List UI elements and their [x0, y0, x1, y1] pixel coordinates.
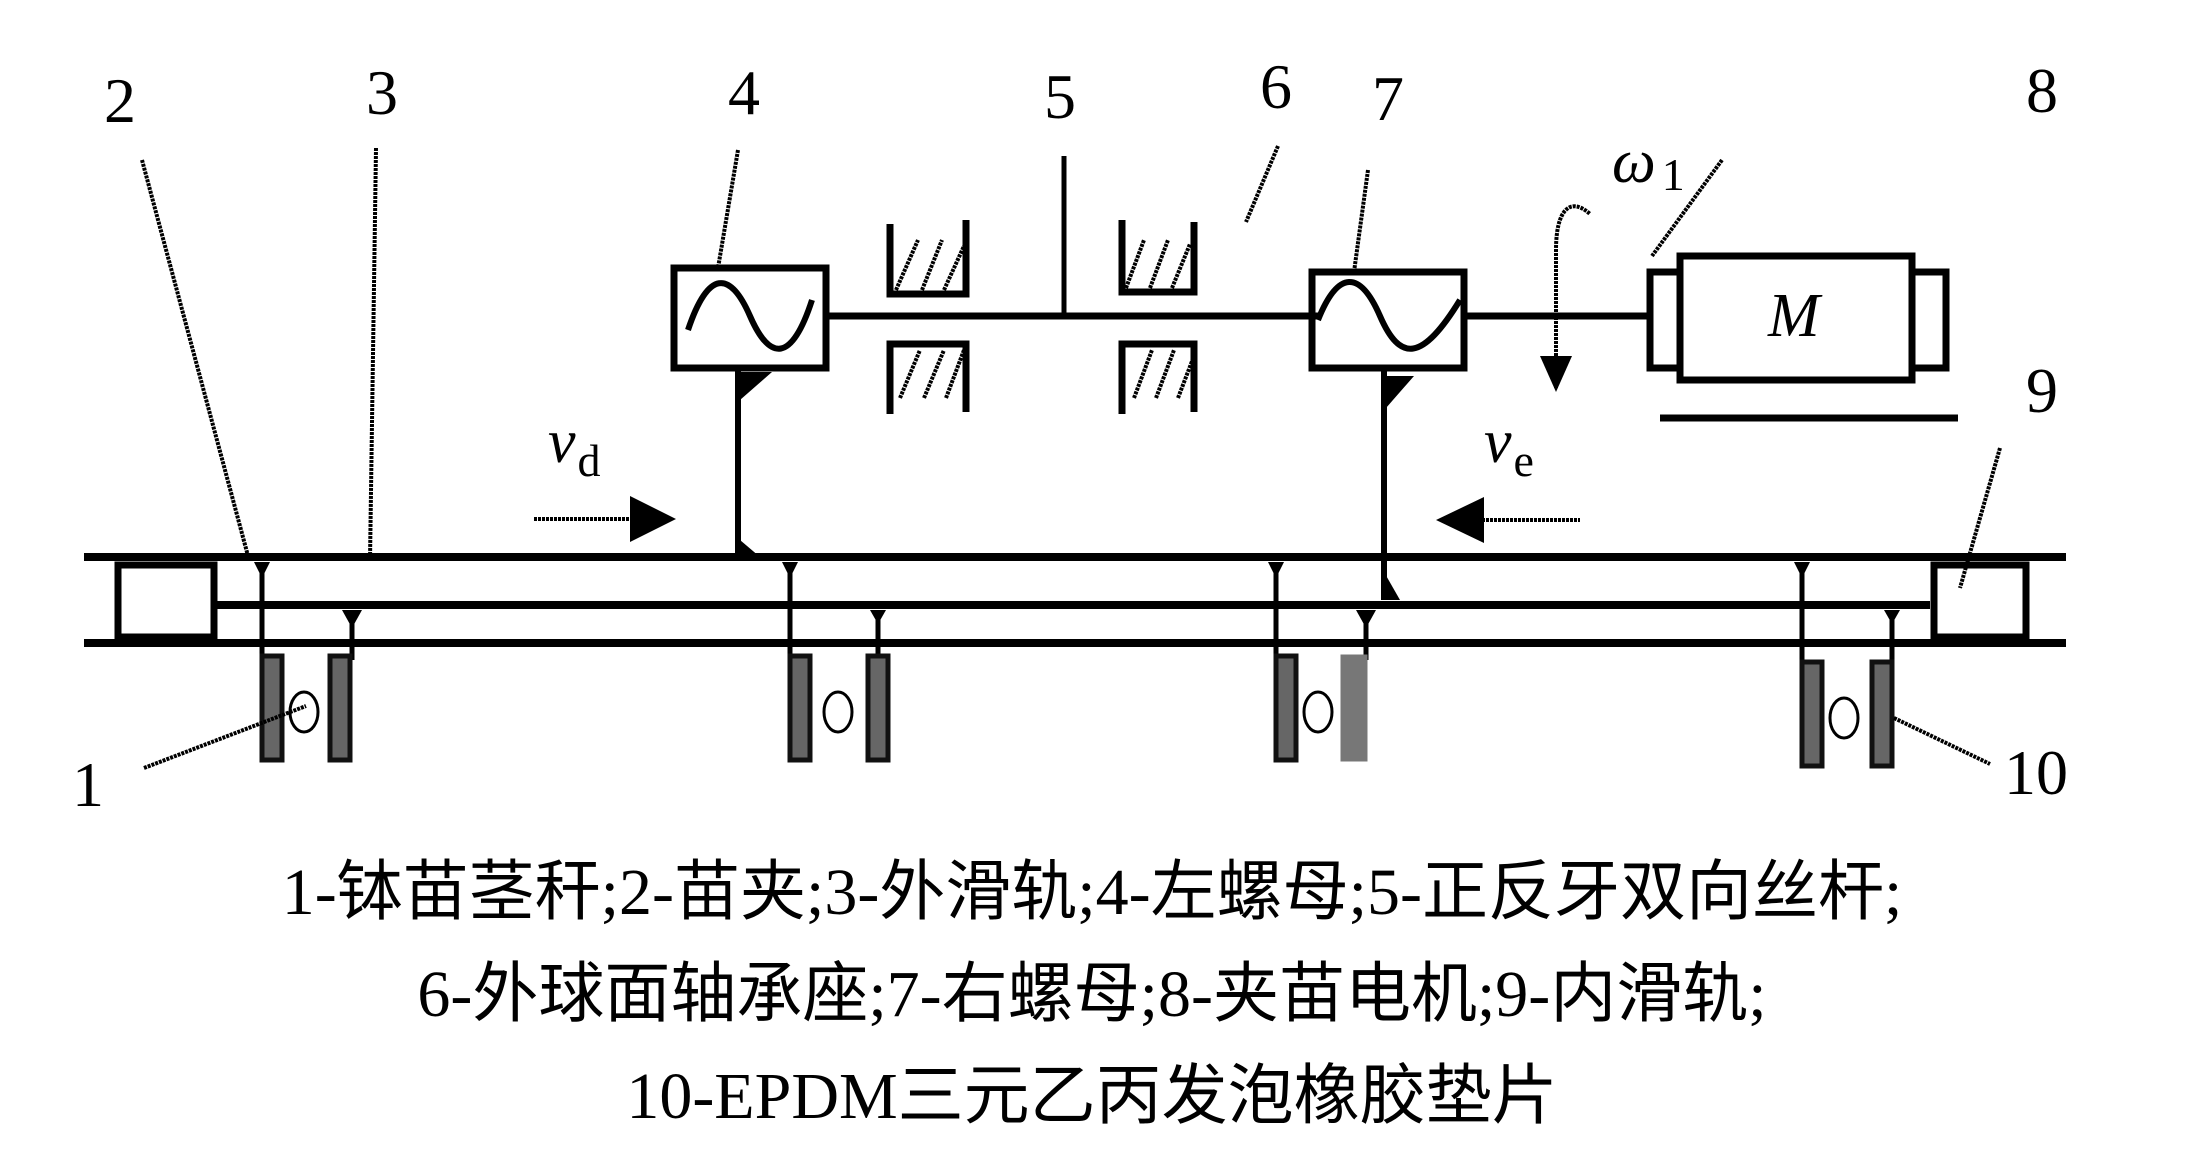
seedling-stem: [1302, 690, 1334, 734]
leader-3: [368, 147, 378, 561]
epdm-pad: [1799, 659, 1825, 769]
svg-text:ve: ve: [1484, 408, 1534, 486]
part-label-7: 7: [1372, 63, 1404, 134]
epdm-pad: [259, 653, 285, 763]
leader-9: [1958, 447, 2002, 589]
clamp-unit-4: [1794, 562, 1900, 769]
left-end-block: [114, 561, 218, 641]
part-label-5: 5: [1044, 61, 1076, 132]
epdm-pad: [865, 653, 891, 763]
thread-symbol: [1315, 279, 1463, 352]
joint-marker: [1268, 562, 1284, 578]
joint-marker: [342, 610, 362, 628]
velocity-vd: vd: [534, 408, 676, 542]
lead-screw-assembly: [670, 156, 1652, 600]
joint-marker: [1884, 610, 1900, 624]
clamp-unit-1: [254, 562, 362, 763]
leader-10: [1893, 716, 1991, 766]
epdm-pad: [1273, 653, 1299, 763]
clamp-motor: M: [1646, 252, 1958, 422]
joint-marker: [870, 610, 886, 624]
bearing-seat-right-top: [1118, 220, 1198, 296]
caption-line-3: 10-EPDM三元乙丙发泡橡胶垫片: [626, 1060, 1557, 1133]
motor-symbol: M: [1767, 282, 1823, 350]
arrow-down-icon: [1540, 356, 1572, 392]
caption-line-2: 6-外球面轴承座;7-右螺母;8-夹苗电机;9-内滑轨;: [417, 958, 1766, 1031]
leader-6: [1244, 145, 1280, 223]
seedling-stem: [1828, 696, 1860, 740]
seedling-stem: [822, 690, 854, 734]
arrow-left-icon: [1436, 497, 1484, 543]
thread-symbol: [685, 280, 815, 352]
epdm-pad: [1340, 654, 1368, 762]
arrow-right-icon: [630, 496, 676, 542]
part-label-4: 4: [728, 57, 760, 128]
part-label-10: 10: [2004, 737, 2068, 808]
part-labels: 2 3 4 5 6 7 8 9 1 10: [72, 51, 2068, 820]
epdm-pad: [1869, 659, 1895, 769]
leader-4: [716, 149, 740, 269]
leader-7: [1352, 169, 1370, 273]
clamp-unit-3: [1268, 562, 1376, 763]
left-nut: [670, 264, 830, 372]
bearing-seat-right-bottom: [1118, 340, 1198, 414]
right-end-block: [1930, 561, 2030, 641]
right-nut: [1308, 268, 1468, 372]
joint-marker: [1356, 610, 1376, 628]
clamp-unit-2: [782, 562, 891, 763]
rail-assembly: [84, 553, 2066, 647]
leader-2: [140, 159, 250, 557]
epdm-pad: [787, 653, 813, 763]
caption-line-1: 1-钵苗茎秆;2-苗夹;3-外滑轨;4-左螺母;5-正反牙双向丝杆;: [282, 856, 1903, 929]
part-label-1: 1: [72, 749, 104, 820]
joint-marker: [1794, 562, 1810, 578]
joint-marker: [254, 562, 270, 578]
leader-lines: [140, 145, 2002, 770]
part-label-6: 6: [1260, 51, 1292, 122]
part-label-8: 8: [2026, 55, 2058, 126]
leader-1: [143, 704, 307, 770]
svg-text:vd: vd: [548, 408, 601, 486]
velocity-ve: ve: [1436, 408, 1580, 543]
bearing-seat-left-top: [886, 220, 970, 298]
part-label-2: 2: [104, 65, 136, 136]
part-label-3: 3: [366, 57, 398, 128]
bearing-seat-left-bottom: [886, 340, 970, 414]
figure-caption: 1-钵苗茎秆;2-苗夹;3-外滑轨;4-左螺母;5-正反牙双向丝杆; 6-外球面…: [282, 856, 1903, 1133]
joint-marker: [782, 562, 798, 578]
part-label-9: 9: [2026, 355, 2058, 426]
epdm-pad: [327, 653, 353, 763]
